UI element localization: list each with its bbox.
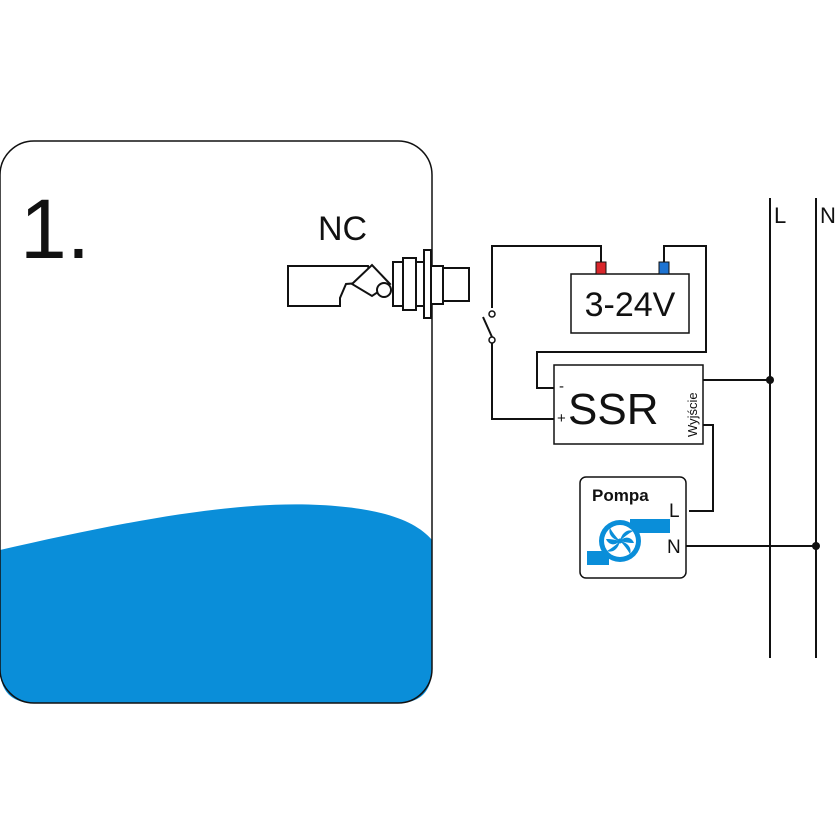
float-switch-mode-label: NC [318,210,367,248]
wires [491,245,816,547]
junction-l [766,376,774,384]
float-pivot [376,282,392,298]
float-nut [402,257,417,311]
wire-switch-to-ssr-plus [491,343,554,420]
wire-psu-minus-to-ssr-minus [536,245,707,389]
power-supply-label: 3-24V [585,286,676,324]
wire-ssr-to-pump-l [689,424,714,512]
power-supply-box [570,273,690,334]
ssr-output-label: Wyjście [685,392,700,437]
junction-n [812,542,820,550]
float-flange [423,249,432,319]
pump: Pompa L N [579,476,687,579]
mains-lines: L N [766,198,836,658]
ssr-minus-label: - [559,378,564,395]
switch-contact-icon [482,310,496,344]
float-cap [442,267,470,302]
pump-n-terminal: N [667,537,681,558]
mains-l-label: L [774,203,786,228]
pump-label: Pompa [592,486,649,505]
float-nut-left [392,261,404,307]
positive-terminal-icon [595,261,607,275]
pump-l-terminal: L [669,501,680,522]
ssr-plus-label: + [557,410,566,427]
pump-fan-icon [587,519,670,565]
ssr-relay: SSR - + Wyjście [553,364,704,445]
wire-switch-to-psu-plus [491,245,602,308]
float-nut-right [415,261,425,307]
ssr-label: SSR [568,385,658,434]
tank [0,140,433,704]
water [0,504,432,703]
mains-n-label: N [820,203,836,228]
ssr-box [553,364,704,445]
tank-outline [0,140,433,704]
float-thread [430,265,444,305]
float-switch: NC [287,210,470,319]
step-number: 1. [20,182,90,276]
power-supply: 3-24V [570,261,690,334]
negative-terminal-icon [658,261,670,275]
